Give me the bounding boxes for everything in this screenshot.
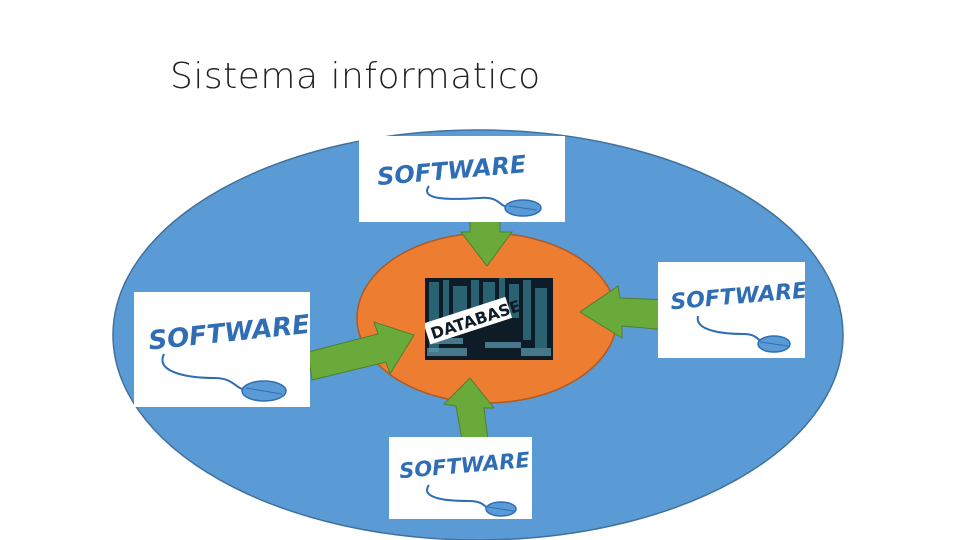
software-card-right: SOFTWARE (658, 262, 805, 358)
arrow-bottom (442, 377, 496, 441)
computer-mouse-icon (485, 501, 517, 517)
software-card-left: SOFTWARE (134, 292, 310, 407)
software-label: SOFTWARE (376, 150, 528, 191)
database-image: DATABASE (425, 278, 553, 360)
software-label: SOFTWARE (398, 448, 531, 483)
computer-mouse-icon (241, 380, 287, 402)
computer-mouse-icon (757, 335, 791, 353)
software-label: SOFTWARE (147, 310, 310, 357)
arrow-left (307, 321, 415, 381)
software-card-top: SOFTWARE (359, 136, 565, 222)
software-label: SOFTWARE (669, 278, 805, 315)
software-card-bottom: SOFTWARE (389, 437, 532, 519)
computer-mouse-icon (504, 199, 542, 217)
arrow-icon (307, 207, 669, 441)
database-word-cloud-icon: DATABASE (425, 278, 553, 360)
page-title: Sistema informatico (170, 56, 541, 97)
